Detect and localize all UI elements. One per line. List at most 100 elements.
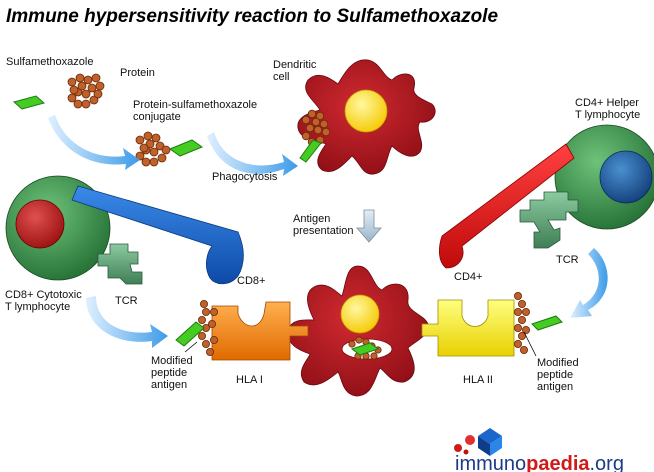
cytotoxic-nucleus [15, 199, 65, 249]
phagocytosis-label: Phagocytosis [212, 171, 278, 183]
protein-conjugate [135, 131, 171, 167]
protein-bead [319, 119, 329, 129]
mod-right-label-1: Modified [537, 357, 579, 369]
hla-ii-molecule [421, 299, 515, 357]
logo-text-1: immuno [455, 453, 526, 472]
cytotoxic-label-1: CD8+ Cytotoxic [5, 289, 82, 301]
protein-bead [207, 319, 216, 328]
protein-bead [77, 81, 87, 91]
helper-label-2: T lymphocyte [575, 109, 640, 121]
curved-arrow-right [570, 248, 608, 318]
mod-left-label-1: Modified [151, 355, 193, 367]
logo-dot-2 [465, 435, 475, 445]
logo-cube-right [490, 436, 502, 456]
protein-bead [149, 157, 159, 167]
protein-bead [67, 77, 77, 87]
conjugate-label-2: conjugate [133, 111, 181, 123]
hla-i-label: HLA I [236, 374, 263, 386]
curved-arrow-2 [207, 132, 298, 176]
dendritic-label-2: cell [273, 71, 290, 83]
phagocytosed-protein [301, 109, 331, 147]
protein-bead [313, 125, 323, 135]
protein-bead [145, 139, 155, 149]
protein-bead [81, 89, 91, 99]
protein-bead [67, 93, 77, 103]
protein-bead [199, 299, 208, 308]
protein-bead [514, 339, 523, 348]
protein-bead [514, 323, 523, 332]
protein-bead [197, 315, 206, 324]
sulfamethoxazole-label: Sulfamethoxazole [6, 56, 93, 68]
protein-cluster [67, 73, 105, 109]
protein-bead [149, 147, 159, 157]
tcr-right-label: TCR [556, 254, 579, 266]
protein-bead [311, 117, 321, 127]
hla-ii-drug [531, 315, 563, 331]
mod-right-pointer [523, 331, 537, 357]
cytotoxic-label-2: T lymphocyte [5, 301, 70, 313]
cd8-receptor [71, 185, 244, 285]
cd4-receptor [438, 143, 575, 269]
protein-bead [69, 85, 79, 95]
protein-bead [155, 141, 165, 151]
protein-bead [301, 131, 311, 141]
protein-bead [95, 81, 105, 91]
logo-text-2: paedia [526, 453, 590, 472]
immunopaedia-logo: immunopaedia.org [454, 428, 624, 472]
hla-i-peptide [197, 299, 218, 356]
protein-bead [348, 340, 356, 348]
diagram-title: Immune hypersensitivity reaction to Sulf… [6, 6, 498, 27]
conjugate-drug [168, 139, 204, 157]
logo-dot-1 [454, 444, 462, 452]
hla-i-drug [175, 321, 205, 347]
protein-bead [93, 89, 103, 99]
protein-bead [518, 299, 527, 308]
protein-bead [161, 145, 171, 155]
hla-ii-peptide [514, 291, 531, 354]
protein-bead [205, 347, 214, 356]
logo-text: immunopaedia.org [455, 453, 624, 472]
protein-bead [75, 73, 85, 83]
protein-bead [87, 83, 97, 93]
protein-bead [83, 75, 93, 85]
protein-bead [157, 153, 167, 163]
presenting-nucleus [340, 294, 380, 334]
mod-right-label-3: antigen [537, 381, 573, 393]
protein-bead [91, 73, 101, 83]
logo-cube-left [478, 436, 490, 456]
dendritic-nucleus [344, 89, 388, 133]
logo-text-3: .org [590, 453, 624, 472]
tcr-left [97, 243, 143, 285]
protein-bead [315, 111, 325, 121]
protein-bead [151, 133, 161, 143]
helper-nucleus [599, 150, 653, 204]
protein-bead [520, 345, 529, 354]
protein-bead [321, 127, 331, 137]
protein-bead [355, 336, 363, 344]
protein-label: Protein [120, 67, 155, 79]
protein-bead [81, 99, 91, 109]
protein-bead [305, 123, 315, 133]
protein-bead [201, 339, 210, 348]
protein-bead [73, 99, 83, 109]
antigen-presentation-label-2: presentation [293, 225, 354, 237]
protein-bead [514, 307, 523, 316]
logo-dot-3 [463, 449, 469, 455]
protein-bead [522, 307, 531, 316]
protein-bead [518, 315, 527, 324]
protein-bead [143, 131, 153, 141]
protein-bead [514, 291, 523, 300]
tcr-left-label: TCR [115, 295, 138, 307]
protein-bead [201, 307, 210, 316]
mod-right-label-2: peptide [537, 369, 573, 381]
curved-arrow-left [86, 296, 168, 348]
phagocytosed-drug [299, 139, 322, 163]
protein-bead [89, 95, 99, 105]
protein-bead [139, 143, 149, 153]
protein-bead [370, 352, 378, 360]
protein-bead [135, 135, 145, 145]
mod-left-label-3: antigen [151, 379, 187, 391]
conjugate-label-1: Protein-sulfamethoxazole [133, 99, 257, 111]
protein-bead [307, 109, 317, 119]
cd4-label: CD4+ [454, 271, 482, 283]
